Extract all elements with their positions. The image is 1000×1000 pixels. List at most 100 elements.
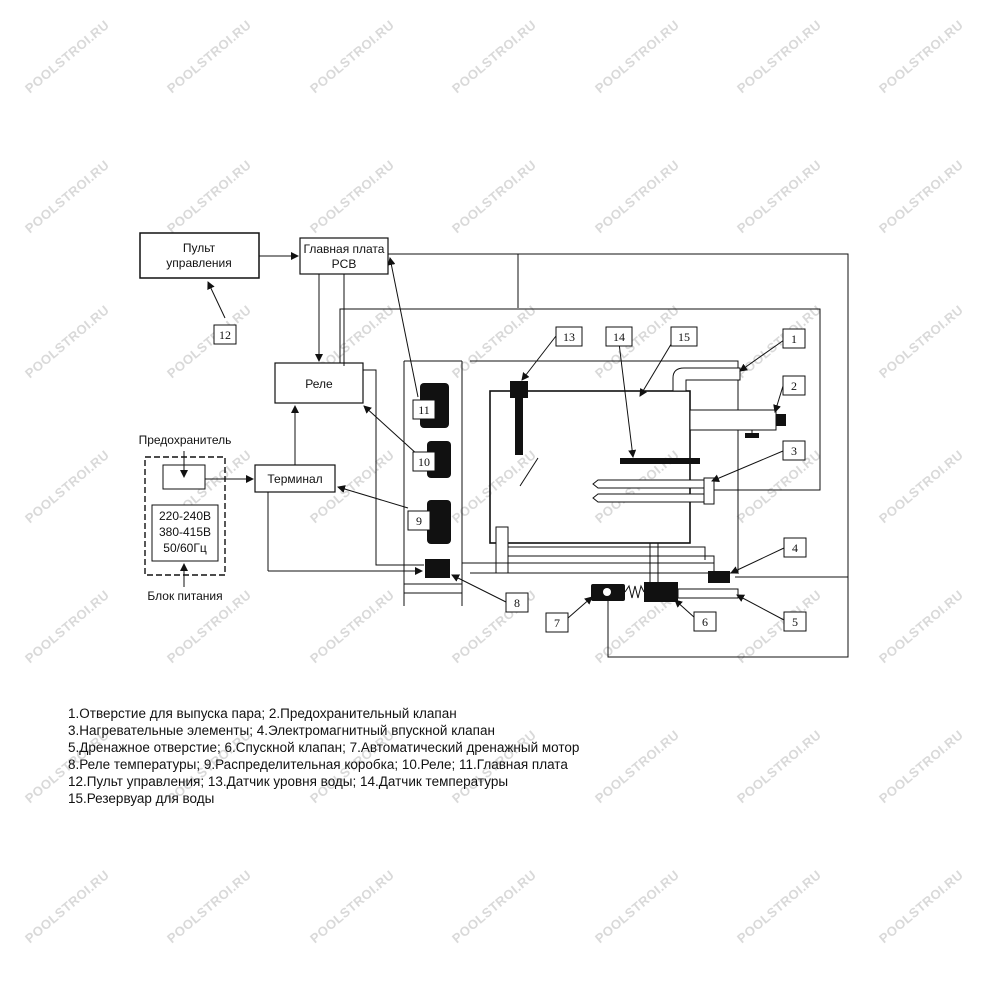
- legend-line-6: 15.Резервуар для воды: [68, 791, 215, 806]
- callout-9-box: [407, 510, 431, 531]
- callout-2: 2: [791, 379, 797, 393]
- control-panel-label-2: управления: [166, 256, 231, 270]
- callout-10: 10: [418, 455, 430, 469]
- watermark-text: POOLSTROI.RU: [307, 17, 397, 96]
- callouts: [213, 324, 807, 633]
- legend-line-4: 8.Реле температуры; 9.Распределительная …: [68, 757, 568, 772]
- leader-lines: [207, 257, 785, 621]
- fuse-label: Предохранитель: [139, 433, 232, 447]
- watermark-text: POOLSTROI.RU: [876, 727, 966, 806]
- watermark-text: POOLSTROI.RU: [307, 157, 397, 236]
- terminal-label: Терминал: [267, 472, 322, 486]
- drain-valve: [644, 582, 678, 602]
- relay-box: Реле: [274, 362, 364, 404]
- watermark-text: POOLSTROI.RU: [307, 587, 397, 666]
- callout-6: 6: [702, 615, 708, 629]
- control-panel-label-1: Пульт: [183, 241, 216, 255]
- callout-1: 1: [791, 332, 797, 346]
- callout-11: 11: [418, 403, 430, 417]
- watermark-text: POOLSTROI.RU: [592, 157, 682, 236]
- water-level-sensor: [510, 381, 539, 487]
- wires: [205, 252, 849, 658]
- watermark-text: POOLSTROI.RU: [449, 302, 539, 381]
- callout-7: 7: [554, 616, 560, 630]
- legend: 1.Отверстие для выпуска пара; 2.Предохра…: [68, 705, 768, 807]
- watermark-text: POOLSTROI.RU: [592, 867, 682, 946]
- watermark-text: POOLSTROI.RU: [734, 302, 824, 381]
- relay-label: Реле: [305, 377, 333, 391]
- callout-4-box: [783, 537, 807, 558]
- watermark-text: POOLSTROI.RU: [449, 17, 539, 96]
- legend-line-5: 12.Пульт управления; 13.Датчик уровня во…: [68, 774, 509, 789]
- watermark-text: POOLSTROI.RU: [307, 867, 397, 946]
- watermark-text: POOLSTROI.RU: [449, 867, 539, 946]
- inlet-valve: [708, 571, 730, 583]
- watermark-text: POOLSTROI.RU: [876, 587, 966, 666]
- callout-3: 3: [791, 444, 797, 458]
- callout-3-box: [782, 440, 806, 461]
- callout-6-box: [693, 611, 717, 632]
- callout-2-box: [782, 375, 806, 396]
- watermark-text: POOLSTROI.RU: [164, 302, 254, 381]
- watermark-text: POOLSTROI.RU: [164, 157, 254, 236]
- callout-5: 5: [792, 615, 798, 629]
- legend-line-1: 1.Отверстие для выпуска пара; 2.Предохра…: [68, 706, 457, 721]
- water-tank: [462, 360, 739, 584]
- drain-assembly: [591, 582, 678, 602]
- watermark-text: POOLSTROI.RU: [592, 17, 682, 96]
- callout-10-box: [412, 451, 436, 472]
- callout-14-box: [605, 326, 633, 347]
- watermark-text: POOLSTROI.RU: [876, 17, 966, 96]
- power-supply-block: 220-240В 380-415В 50/60Гц Предохранитель…: [139, 433, 232, 603]
- watermark-text: POOLSTROI.RU: [164, 867, 254, 946]
- callout-15-box: [670, 326, 698, 347]
- legend-line-3: 5.Дренажное отверстие; 6.Спускной клапан…: [68, 740, 580, 755]
- callout-numbers: 1 2 3 4 5 6 7 8 9 10 11 12 13 14 15: [219, 328, 798, 630]
- drain-pipe: [677, 588, 739, 599]
- callout-7-box: [545, 612, 569, 633]
- steam-outlet: [672, 367, 741, 392]
- heating-elements: [592, 477, 715, 505]
- watermark-text: POOLSTROI.RU: [734, 17, 824, 96]
- voltage-line-2: 380-415В: [159, 525, 211, 539]
- callout-13-box: [555, 326, 583, 347]
- main-board-box: Главная плата PCB: [299, 237, 389, 275]
- temperature-sensor: [620, 458, 700, 464]
- watermark-text: POOLSTROI.RU: [22, 867, 112, 946]
- watermark-text: POOLSTROI.RU: [876, 867, 966, 946]
- callout-12-box: [213, 324, 237, 345]
- power-supply-label: Блок питания: [147, 589, 222, 603]
- watermark-text: POOLSTROI.RU: [734, 447, 824, 526]
- watermark-text: POOLSTROI.RU: [876, 302, 966, 381]
- watermark-text: POOLSTROI.RU: [734, 157, 824, 236]
- terminal-box: Терминал: [254, 464, 336, 493]
- callout-8-box: [505, 592, 529, 613]
- watermark-text: POOLSTROI.RU: [22, 302, 112, 381]
- callout-1-box: [782, 328, 806, 349]
- voltage-line-3: 50/60Гц: [163, 541, 207, 555]
- safety-valve: [689, 409, 786, 438]
- main-board-label-1: Главная плата: [304, 242, 385, 256]
- watermark-text: POOLSTROI.RU: [164, 17, 254, 96]
- junction-box-block: [427, 500, 451, 544]
- watermark-text: POOLSTROI.RU: [22, 587, 112, 666]
- callout-12: 12: [219, 328, 231, 342]
- watermark-text: POOLSTROI.RU: [449, 447, 539, 526]
- callout-15: 15: [678, 330, 690, 344]
- legend-line-2: 3.Нагревательные элементы; 4.Электромагн…: [68, 723, 495, 738]
- callout-9: 9: [416, 514, 422, 528]
- callout-8: 8: [514, 596, 520, 610]
- temperature-relay-block: [425, 559, 450, 578]
- watermark-text: POOLSTROI.RU: [22, 17, 112, 96]
- callout-5-box: [783, 611, 807, 632]
- callout-11-box: [412, 399, 436, 420]
- watermark-text: POOLSTROI.RU: [876, 447, 966, 526]
- watermark-text: POOLSTROI.RU: [734, 867, 824, 946]
- main-board-label-2: PCB: [332, 257, 357, 271]
- voltage-line-1: 220-240В: [159, 509, 211, 523]
- control-rack: [403, 360, 463, 606]
- callout-14: 14: [613, 330, 625, 344]
- watermark-text: POOLSTROI.RU: [734, 587, 824, 666]
- control-panel-box: Пульт управления: [139, 232, 260, 279]
